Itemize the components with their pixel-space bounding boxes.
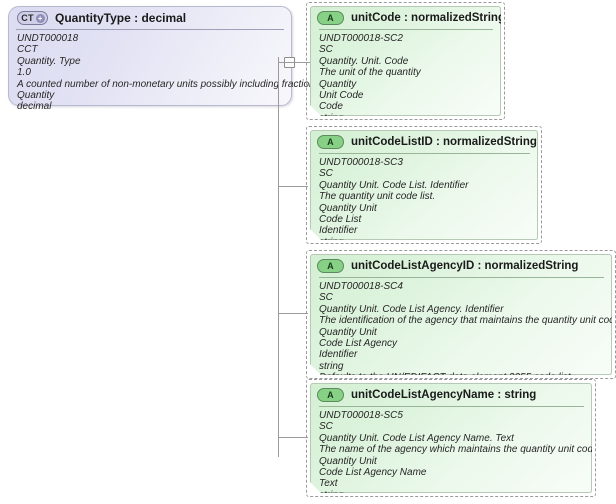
- attribute-doc-line: string: [319, 112, 344, 124]
- attribute-badge[interactable]: A: [317, 388, 344, 402]
- attribute-doc-line: string: [319, 360, 344, 372]
- attribute-node-unitcodelistagencyname[interactable]: A unitCodeListAgencyName : string UNDT00…: [306, 379, 596, 497]
- complex-type-badge[interactable]: CT+: [17, 11, 48, 25]
- header-divider: [319, 153, 530, 154]
- header-divider: [319, 277, 604, 278]
- connector-branch-2: [278, 186, 308, 187]
- attribute-doc-line: Quantity Unit: [319, 455, 377, 467]
- attribute-doc-line: Text: [319, 478, 338, 490]
- attribute-doc-line: Quantity. Unit. Code: [319, 55, 409, 67]
- attribute-doc-line: Quantity Unit: [319, 326, 377, 338]
- complex-type-badge-label: CT: [21, 13, 34, 23]
- attribute-title: unitCodeListAgencyID : normalizedString: [351, 260, 579, 272]
- attribute-badge[interactable]: A: [317, 259, 344, 273]
- expand-plus-icon[interactable]: +: [35, 13, 45, 23]
- header-divider: [319, 29, 493, 30]
- attribute-doc-line: string: [319, 489, 344, 501]
- complex-type-doc-line: UNDT000018: [17, 33, 79, 44]
- attribute-doc-line: The unit of the quantity: [319, 67, 421, 79]
- attribute-doc-line: UNDT000018-SC2: [319, 33, 403, 44]
- attribute-badge[interactable]: A: [317, 135, 344, 149]
- attribute-header: A unitCodeListID : normalizedString: [311, 131, 537, 153]
- attribute-body: A unitCodeListAgencyName : string UNDT00…: [310, 383, 592, 493]
- attribute-doc-line: SC: [319, 44, 333, 56]
- attribute-doc-line: Code List: [319, 214, 362, 226]
- complex-type-title: QuantityType : decimal: [55, 11, 187, 25]
- attribute-doc-line: Unit Code: [319, 90, 364, 102]
- attribute-doc-line: Code: [319, 101, 343, 113]
- connector-branch-4: [278, 437, 308, 438]
- attribute-body: A unitCodeListID : normalizedString UNDT…: [310, 130, 538, 240]
- complex-type-doc-line: CCT: [17, 44, 38, 56]
- attribute-doc-line: Identifier: [319, 349, 358, 361]
- attribute-doc-line: SC: [319, 168, 333, 180]
- attribute-header: A unitCode : normalizedString: [311, 7, 500, 29]
- attribute-doc-line: Identifier: [319, 225, 358, 237]
- complex-type-doc-line: Quantity. Type: [17, 55, 81, 67]
- header-divider: [319, 406, 584, 407]
- attribute-doc-line: The quantity unit code list.: [319, 191, 436, 203]
- complex-type-doc-line: decimal: [17, 101, 52, 113]
- attribute-doc-line: Quantity Unit. Code List Agency. Identif…: [319, 303, 504, 315]
- complex-type-doc-line: A counted number of non-monetary units p…: [17, 78, 323, 90]
- attribute-body: A unitCode : normalizedString UNDT000018…: [310, 6, 501, 116]
- attribute-doc-line: Quantity: [319, 78, 357, 90]
- complex-type-doc-line: 1.0: [17, 67, 31, 79]
- attribute-doc-line: SC: [319, 292, 333, 304]
- attribute-title: unitCodeListAgencyName : string: [351, 389, 537, 401]
- complex-type-header: CT+ QuantityType : decimal: [9, 7, 291, 29]
- attribute-doc-line: Code List Agency Name: [319, 467, 427, 479]
- attribute-node-unitcodelistagencyid[interactable]: A unitCodeListAgencyID : normalizedStrin…: [306, 250, 616, 379]
- connector-trunk: [278, 57, 279, 457]
- header-divider: [16, 29, 284, 30]
- complex-type-doc-line: Quantity: [17, 90, 55, 102]
- attribute-title: unitCodeListID : normalizedString: [351, 136, 537, 148]
- attribute-badge[interactable]: A: [317, 11, 344, 25]
- attribute-doc-line: Quantity Unit: [319, 202, 377, 214]
- attribute-body: A unitCodeListAgencyID : normalizedStrin…: [310, 254, 612, 375]
- attribute-doc-line: UNDT000018-SC5: [319, 410, 403, 421]
- attribute-doc-line: UNDT000018-SC4: [319, 281, 403, 292]
- attribute-doc-line: UNDT000018-SC3: [319, 157, 403, 168]
- attribute-header: A unitCodeListAgencyID : normalizedStrin…: [311, 255, 611, 277]
- attribute-header: A unitCodeListAgencyName : string: [311, 384, 591, 406]
- attribute-doc-line: The identification of the agency that ma…: [319, 315, 616, 327]
- connector-branch-3: [278, 313, 308, 314]
- attribute-title: unitCode : normalizedString: [351, 12, 505, 24]
- attribute-doc-line: Quantity Unit. Code List. Identifier: [319, 179, 469, 191]
- attribute-doc-line: Code List Agency: [319, 338, 398, 350]
- attribute-node-unitcodelistid[interactable]: A unitCodeListID : normalizedString UNDT…: [306, 126, 542, 244]
- attribute-doc-line: SC: [319, 421, 333, 433]
- attribute-doc-line: string: [319, 236, 344, 248]
- connector-branch-1: [278, 62, 308, 63]
- attribute-doc-line: Quantity Unit. Code List Agency Name. Te…: [319, 432, 514, 444]
- attribute-node-unitcode[interactable]: A unitCode : normalizedString UNDT000018…: [306, 2, 505, 120]
- attribute-doc-line: The name of the agency which maintains t…: [319, 444, 616, 456]
